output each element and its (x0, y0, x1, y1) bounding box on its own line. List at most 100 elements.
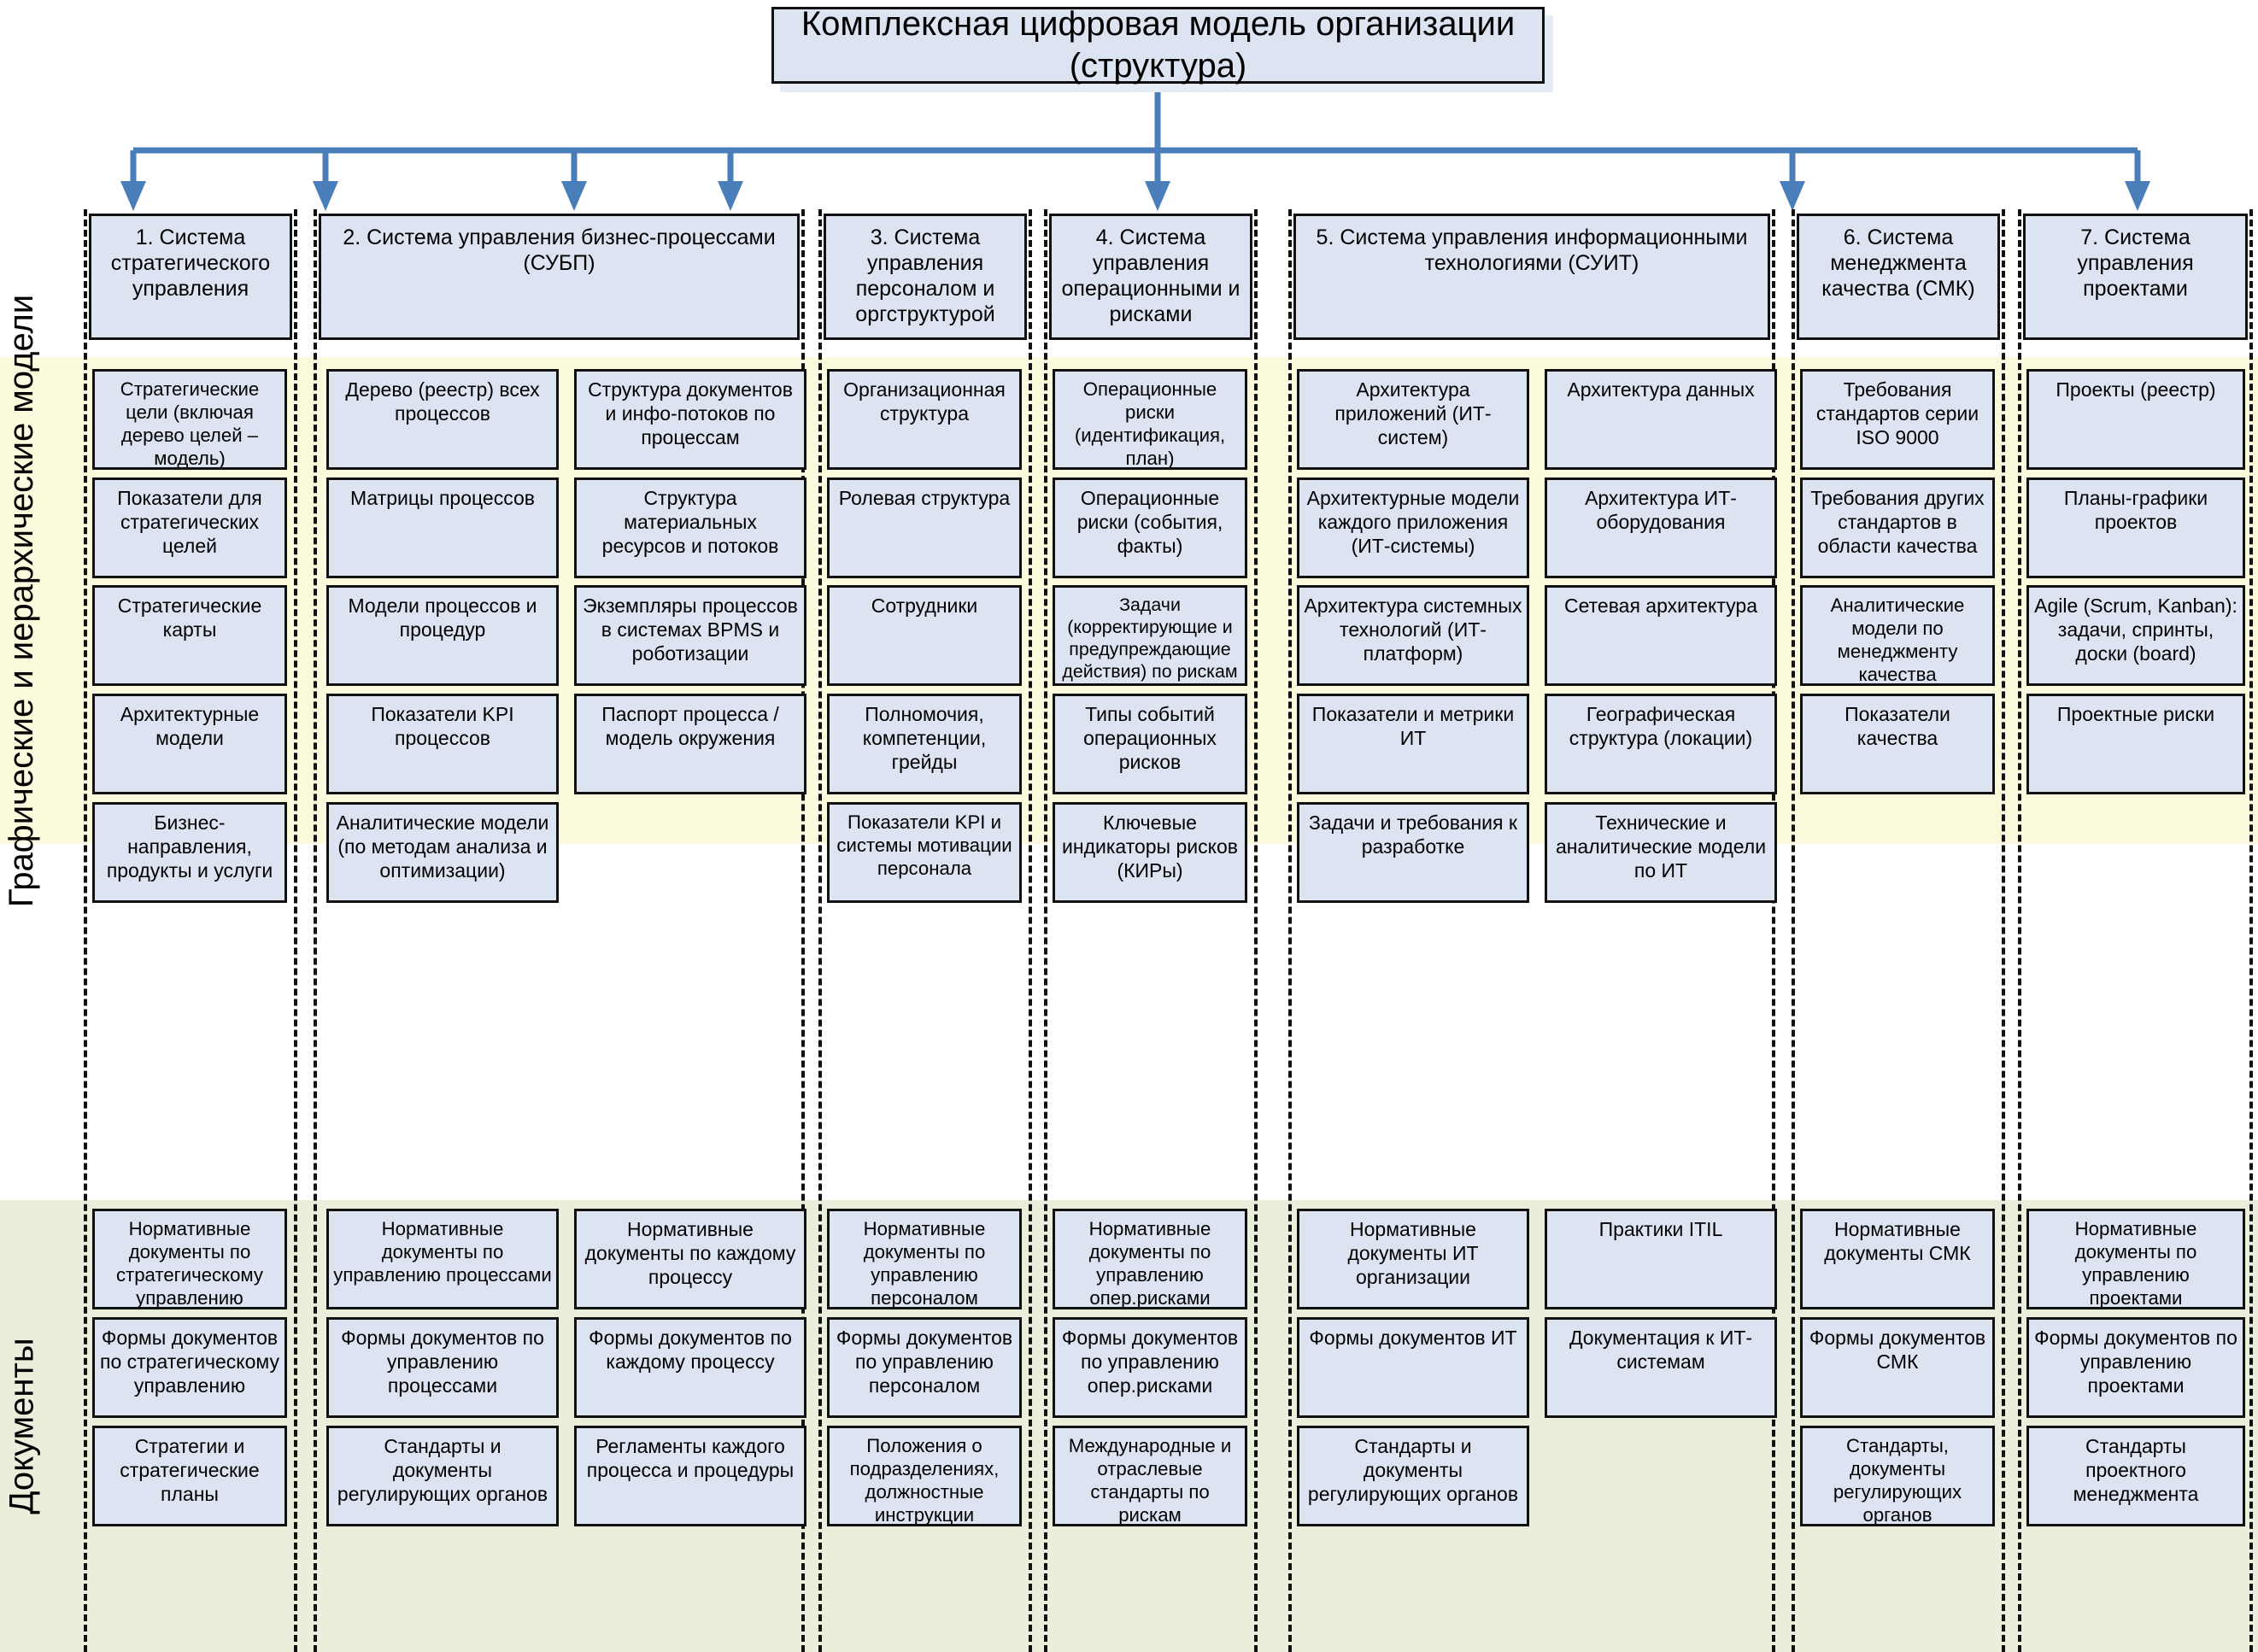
model-cell-c6-s1-r2[interactable]: Требования других стандартов в области к… (1800, 477, 1995, 578)
doc-cell-c1-s1-r3[interactable]: Стратегии и стратегические планы (92, 1426, 287, 1526)
model-cell-c3-s1-r3[interactable]: Сотрудники (827, 585, 1022, 686)
connector-lines (120, 84, 2150, 211)
doc-cell-c7-s1-r1[interactable]: Нормативные документы по управлению прое… (2026, 1209, 2245, 1309)
model-cell-c1-s1-r2[interactable]: Показатели для стратегических целей (92, 477, 287, 578)
doc-cell-c6-s1-r2[interactable]: Формы документов СМК (1800, 1317, 1995, 1418)
model-cell-c2-s1-r5[interactable]: Аналитические модели (по методам анализа… (326, 802, 559, 903)
model-cell-c1-s1-r5[interactable]: Бизнес-направления, продукты и услуги (92, 802, 287, 903)
column-header-4[interactable]: 4. Система управления операционными и ри… (1049, 214, 1252, 340)
model-cell-c2-s2-r1[interactable]: Структура документов и инфо-потоков по п… (574, 369, 806, 470)
doc-cell-c5-s2-r2[interactable]: Документация к ИТ-системам (1545, 1317, 1777, 1418)
doc-cell-c4-s1-r3[interactable]: Международные и отраслевые стандарты по … (1053, 1426, 1247, 1526)
cell-label: Проектные риски (2056, 703, 2215, 725)
doc-cell-c2-s1-r2[interactable]: Формы документов по управлению процессам… (326, 1317, 559, 1418)
model-cell-c5-s1-r5[interactable]: Задачи и требования к разработке (1297, 802, 1529, 903)
doc-cell-c1-s1-r1[interactable]: Нормативные документы по стратегическому… (92, 1209, 287, 1309)
column-header-1[interactable]: 1. Система стратегического управления (89, 214, 292, 340)
cell-label: Матрицы процессов (350, 487, 535, 509)
cell-label: Планы-графики проектов (2063, 487, 2208, 533)
model-cell-c5-s1-r1[interactable]: Архитектура приложений (ИТ-систем) (1297, 369, 1529, 470)
model-cell-c1-s1-r4[interactable]: Архитектурные модели (92, 694, 287, 794)
model-cell-c2-s1-r3[interactable]: Модели процессов и процедур (326, 585, 559, 686)
model-cell-c2-s1-r1[interactable]: Дерево (реестр) всех процессов (326, 369, 559, 470)
model-cell-c5-s1-r2[interactable]: Архитектурные модели каждого приложения … (1297, 477, 1529, 578)
model-cell-c2-s2-r3[interactable]: Экземпляры процессов в системах BPMS и р… (574, 585, 806, 686)
doc-cell-c5-s1-r3[interactable]: Стандарты и документы регулирующих орган… (1297, 1426, 1529, 1526)
doc-cell-c2-s2-r2[interactable]: Формы документов по каждому процессу (574, 1317, 806, 1418)
page-title-text: Комплексная цифровая модель организации … (801, 5, 1516, 85)
cell-label: Бизнес-направления, продукты и услуги (106, 811, 273, 882)
doc-cell-c7-s1-r2[interactable]: Формы документов по управлению проектами (2026, 1317, 2245, 1418)
doc-cell-c5-s1-r2[interactable]: Формы документов ИТ (1297, 1317, 1529, 1418)
column-header-label: 3. Система управления персоналом и оргст… (855, 226, 995, 326)
column-header-6[interactable]: 6. Система менеджмента качества (СМК) (1797, 214, 2000, 340)
model-cell-c2-s1-r4[interactable]: Показатели KPI процессов (326, 694, 559, 794)
column-header-7[interactable]: 7. Система управления проектами (2023, 214, 2248, 340)
cell-label: Agile (Scrum, Kanban): задачи, спринты, … (2034, 595, 2237, 665)
model-cell-c3-s1-r2[interactable]: Ролевая структура (827, 477, 1022, 578)
doc-cell-c3-s1-r3[interactable]: Положения о подразделениях, должностные … (827, 1426, 1022, 1526)
cell-label: Архитектура ИТ-оборудования (1585, 487, 1737, 533)
model-cell-c6-s1-r1[interactable]: Требования стандартов серии ISO 9000 (1800, 369, 1995, 470)
doc-cell-c5-s1-r1[interactable]: Нормативные документы ИТ организации (1297, 1209, 1529, 1309)
model-cell-c1-s1-r3[interactable]: Стратегические карты (92, 585, 287, 686)
model-cell-c5-s2-r5[interactable]: Технические и аналитические модели по ИТ (1545, 802, 1777, 903)
model-cell-c6-s1-r4[interactable]: Показатели качества (1800, 694, 1995, 794)
cell-label: Типы событий операционных рисков (1083, 703, 1217, 773)
model-cell-c2-s1-r2[interactable]: Матрицы процессов (326, 477, 559, 578)
doc-cell-c5-s2-r1[interactable]: Практики ITIL (1545, 1209, 1777, 1309)
doc-cell-c3-s1-r2[interactable]: Формы документов по управлению персонало… (827, 1317, 1022, 1418)
cell-label: Документация к ИТ-системам (1569, 1327, 1753, 1373)
model-cell-c7-s1-r4[interactable]: Проектные риски (2026, 694, 2245, 794)
model-cell-c7-s1-r2[interactable]: Планы-графики проектов (2026, 477, 2245, 578)
cell-label: Показатели для стратегических целей (117, 487, 262, 557)
doc-cell-c2-s2-r1[interactable]: Нормативные документы по каждому процесс… (574, 1209, 806, 1309)
model-cell-c5-s2-r2[interactable]: Архитектура ИТ-оборудования (1545, 477, 1777, 578)
model-cell-c4-s1-r2[interactable]: Операционные риски (события, факты) (1053, 477, 1247, 578)
doc-cell-c4-s1-r2[interactable]: Формы документов по управлению опер.риск… (1053, 1317, 1247, 1418)
doc-cell-c7-s1-r3[interactable]: Стандарты проектного менеджмента (2026, 1426, 2245, 1526)
column-header-5[interactable]: 5. Система управления информационными те… (1293, 214, 1770, 340)
doc-cell-c3-s1-r1[interactable]: Нормативные документы по управлению перс… (827, 1209, 1022, 1309)
cell-label: Стандарты, документы регулирующих органо… (1833, 1435, 1962, 1526)
model-cell-c2-s2-r2[interactable]: Структура материальных ресурсов и потоко… (574, 477, 806, 578)
model-cell-c6-s1-r3[interactable]: Аналитические модели по менеджменту каче… (1800, 585, 1995, 686)
model-cell-c3-s1-r5[interactable]: Показатели KPI и системы мотивации персо… (827, 802, 1022, 903)
model-cell-c7-s1-r1[interactable]: Проекты (реестр) (2026, 369, 2245, 470)
model-cell-c4-s1-r5[interactable]: Ключевые индикаторы рисков (КИРы) (1053, 802, 1247, 903)
band-label-documents: Документы (0, 1200, 44, 1652)
doc-cell-c2-s2-r3[interactable]: Регламенты каждого процесса и процедуры (574, 1426, 806, 1526)
model-cell-c5-s1-r3[interactable]: Архитектура системных технологий (ИТ-пла… (1297, 585, 1529, 686)
cell-label: Ключевые индикаторы рисков (КИРы) (1062, 811, 1238, 882)
cell-label: Технические и аналитические модели по ИТ (1555, 811, 1767, 882)
cell-label: Задачи и требования к разработке (1309, 811, 1517, 858)
model-cell-c2-s2-r4[interactable]: Паспорт процесса / модель окружения (574, 694, 806, 794)
doc-cell-c4-s1-r1[interactable]: Нормативные документы по управлению опер… (1053, 1209, 1247, 1309)
model-cell-c3-s1-r4[interactable]: Полномочия, компетенции, грейды (827, 694, 1022, 794)
model-cell-c5-s2-r4[interactable]: Географическая структура (локации) (1545, 694, 1777, 794)
doc-cell-c6-s1-r3[interactable]: Стандарты, документы регулирующих органо… (1800, 1426, 1995, 1526)
band-label-models-text: Графические и иерархические модели (3, 294, 41, 907)
model-cell-c4-s1-r1[interactable]: Операционные риски (идентификация, план) (1053, 369, 1247, 470)
doc-cell-c2-s1-r1[interactable]: Нормативные документы по управлению проц… (326, 1209, 559, 1309)
model-cell-c5-s2-r3[interactable]: Сетевая архитектура (1545, 585, 1777, 686)
model-cell-c3-s1-r1[interactable]: Организационная структура (827, 369, 1022, 470)
doc-cell-c1-s1-r2[interactable]: Формы документов по стратегическому упра… (92, 1317, 287, 1418)
model-cell-c5-s1-r4[interactable]: Показатели и метрики ИТ (1297, 694, 1529, 794)
cell-label: Операционные риски (идентификация, план) (1074, 378, 1226, 469)
model-cell-c4-s1-r4[interactable]: Типы событий операционных рисков (1053, 694, 1247, 794)
model-cell-c7-s1-r3[interactable]: Agile (Scrum, Kanban): задачи, спринты, … (2026, 585, 2245, 686)
column-header-3[interactable]: 3. Система управления персоналом и оргст… (824, 214, 1027, 340)
cell-label: Формы документов по стратегическому упра… (99, 1327, 279, 1397)
model-cell-c1-s1-r1[interactable]: Стратегические цели (включая дерево целе… (92, 369, 287, 470)
model-cell-c5-s2-r1[interactable]: Архитектура данных (1545, 369, 1777, 470)
cell-label: Формы документов по управлению процессам… (341, 1327, 544, 1397)
column-header-label: 6. Система менеджмента качества (СМК) (1821, 226, 1975, 301)
doc-cell-c2-s1-r3[interactable]: Стандарты и документы регулирующих орган… (326, 1426, 559, 1526)
doc-cell-c6-s1-r1[interactable]: Нормативные документы СМК (1800, 1209, 1995, 1309)
cell-label: Аналитические модели (по методам анализа… (336, 811, 549, 882)
model-cell-c4-s1-r3[interactable]: Задачи (корректирующие и предупреждающие… (1053, 585, 1247, 686)
column-header-2[interactable]: 2. Система управления бизнес-процессами … (319, 214, 800, 340)
cell-label: Формы документов по управлению опер.риск… (1061, 1327, 1239, 1397)
cell-label: Архитектурные модели каждого приложения … (1306, 487, 1520, 557)
